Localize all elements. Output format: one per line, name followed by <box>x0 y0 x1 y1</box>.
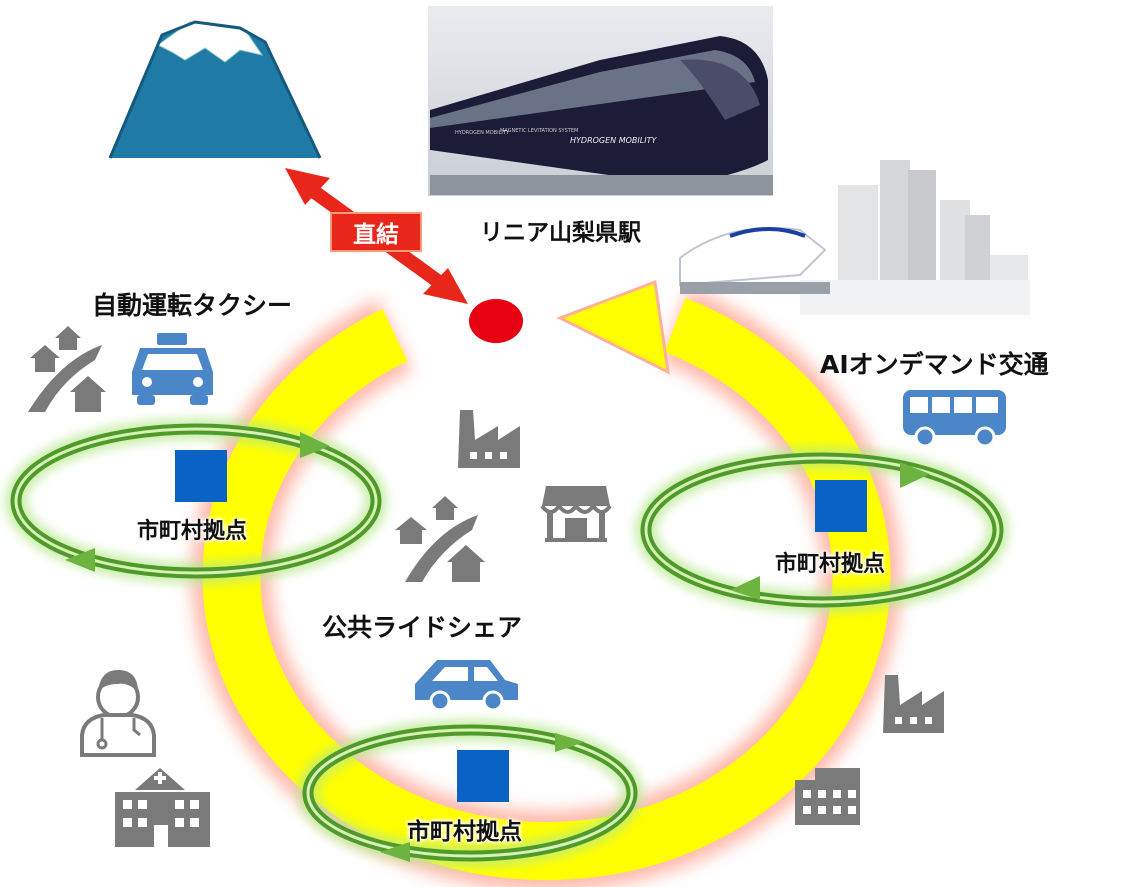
hub-left-label: 市町村拠点 <box>137 519 248 544</box>
taxi-label: 自動運転タクシー <box>92 291 293 320</box>
hub-right-label: 市町村拠点 <box>775 552 886 577</box>
maglev-city-image <box>679 160 1030 315</box>
loop-arrowhead <box>556 279 670 375</box>
maglev-hydrogen-train-image: HYDROGEN MOBILITY MAGNETIC LEVITATION SY… <box>428 6 773 196</box>
station-label: リニア山梨県駅 <box>480 220 641 246</box>
doctor-icon <box>80 670 156 757</box>
hub-left-marker <box>175 450 227 502</box>
train-text-3: HYDROGEN MOBILITY <box>570 136 657 145</box>
hub-bottom-label: 市町村拠点 <box>407 819 522 845</box>
ring-bottom <box>297 719 643 867</box>
train-text-1: HYDROGEN MOBILITY <box>455 130 510 136</box>
rideshare-label: 公共ライドシェア <box>322 613 523 642</box>
direct-link-label: 直結 <box>330 212 422 252</box>
shop-icon <box>540 486 612 542</box>
houses-road-icon-topleft <box>28 326 106 412</box>
station-marker <box>469 299 523 343</box>
factory-icon-center <box>458 410 520 468</box>
car-icon <box>415 660 518 712</box>
bus-icon <box>903 390 1006 448</box>
ai-demand-label: AIオンデマンド交通 <box>820 350 1049 379</box>
office-building-icon <box>795 768 860 825</box>
houses-road-icon-center <box>395 496 485 582</box>
ring-right <box>635 447 1009 613</box>
hospital-icon <box>115 768 210 847</box>
factory-icon-right <box>883 675 944 733</box>
hub-bottom-marker <box>457 750 509 802</box>
train-text-2: MAGNETIC LEVITATION SYSTEM <box>500 128 578 134</box>
ring-left <box>5 418 387 584</box>
mountain-fuji-image <box>108 20 322 159</box>
taxi-icon <box>132 333 213 405</box>
hub-right-marker <box>815 480 867 532</box>
